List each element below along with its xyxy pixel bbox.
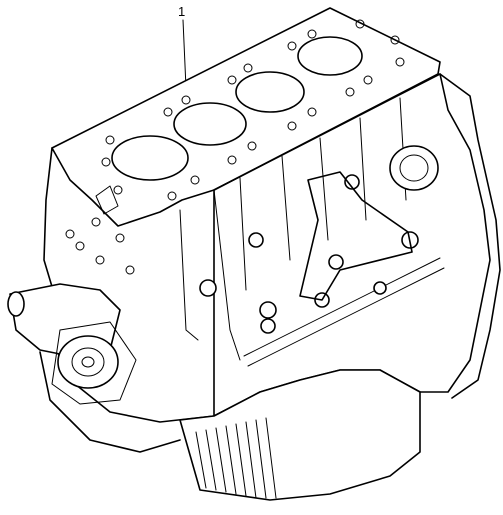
cylinder-deck [51, 7, 441, 227]
cylinder-bore [173, 102, 247, 146]
front-face-holes [65, 185, 135, 275]
cylinder-bores [111, 36, 363, 181]
oil-pump-housing [7, 283, 137, 405]
callout-label-1: 1 [178, 4, 186, 19]
cylinder-bore [235, 71, 305, 113]
deck-passages [101, 19, 405, 201]
oil-pan-ribs [195, 417, 277, 499]
cylinder-bore [297, 36, 363, 76]
oil-pan [179, 369, 421, 501]
pan-flange [243, 257, 445, 367]
rear-seal-housing [389, 145, 439, 191]
bellhousing-flange [439, 73, 501, 399]
block-bosses [199, 174, 419, 334]
cylinder-bore [111, 135, 189, 181]
callout-leader-line [182, 19, 187, 89]
engine-mount-bracket [299, 171, 413, 301]
timing-cover [39, 351, 181, 453]
